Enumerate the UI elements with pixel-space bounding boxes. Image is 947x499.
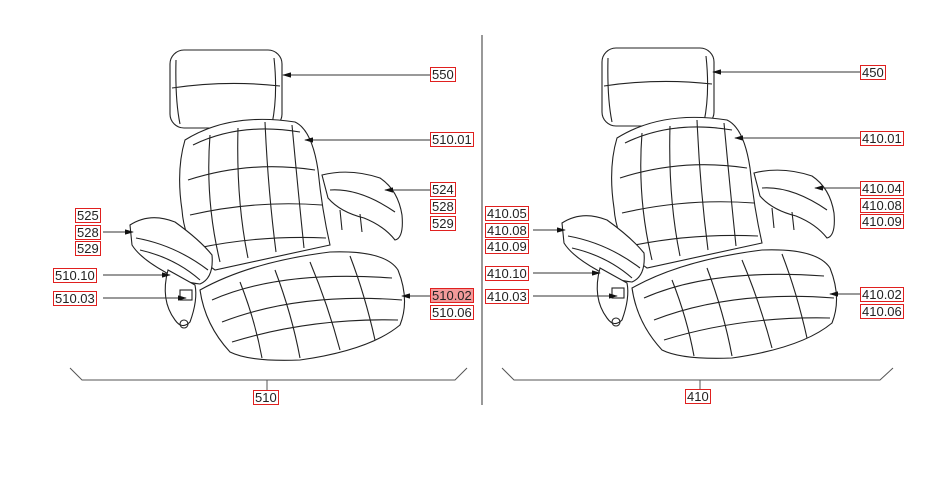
- assembly-label-410[interactable]: 410: [685, 389, 711, 404]
- callout-510-06[interactable]: 510.06: [430, 305, 474, 320]
- leader-lines: [103, 69, 860, 301]
- callout-410-08-left[interactable]: 410.08: [485, 223, 529, 238]
- callout-410-03[interactable]: 410.03: [485, 289, 529, 304]
- callout-410-09-right[interactable]: 410.09: [860, 214, 904, 229]
- callout-410-06[interactable]: 410.06: [860, 304, 904, 319]
- callout-524[interactable]: 524: [430, 182, 456, 197]
- seat-410-drawing: [561, 47, 838, 359]
- callout-550[interactable]: 550: [430, 67, 456, 82]
- bracket-410: [501, 367, 894, 389]
- callout-525[interactable]: 525: [75, 208, 101, 223]
- callout-410-10[interactable]: 410.10: [485, 266, 529, 281]
- callout-410-02[interactable]: 410.02: [860, 287, 904, 302]
- callout-410-04[interactable]: 410.04: [860, 181, 904, 196]
- seat-510-drawing: [129, 49, 406, 361]
- callout-510-01[interactable]: 510.01: [430, 132, 474, 147]
- callout-410-09-left[interactable]: 410.09: [485, 239, 529, 254]
- bracket-510: [69, 367, 468, 390]
- callout-410-01[interactable]: 410.01: [860, 131, 904, 146]
- callout-410-08-right[interactable]: 410.08: [860, 198, 904, 213]
- callout-450[interactable]: 450: [860, 65, 886, 80]
- callout-510-10[interactable]: 510.10: [53, 268, 97, 283]
- callout-510-02-highlighted[interactable]: 510.02: [430, 288, 474, 303]
- assembly-label-510[interactable]: 510: [253, 390, 279, 405]
- callout-510-03[interactable]: 510.03: [53, 291, 97, 306]
- callout-528-left[interactable]: 528: [75, 225, 101, 240]
- callout-528-right[interactable]: 528: [430, 199, 456, 214]
- callout-529-left[interactable]: 529: [75, 241, 101, 256]
- callout-529-right[interactable]: 529: [430, 216, 456, 231]
- callout-410-05[interactable]: 410.05: [485, 206, 529, 221]
